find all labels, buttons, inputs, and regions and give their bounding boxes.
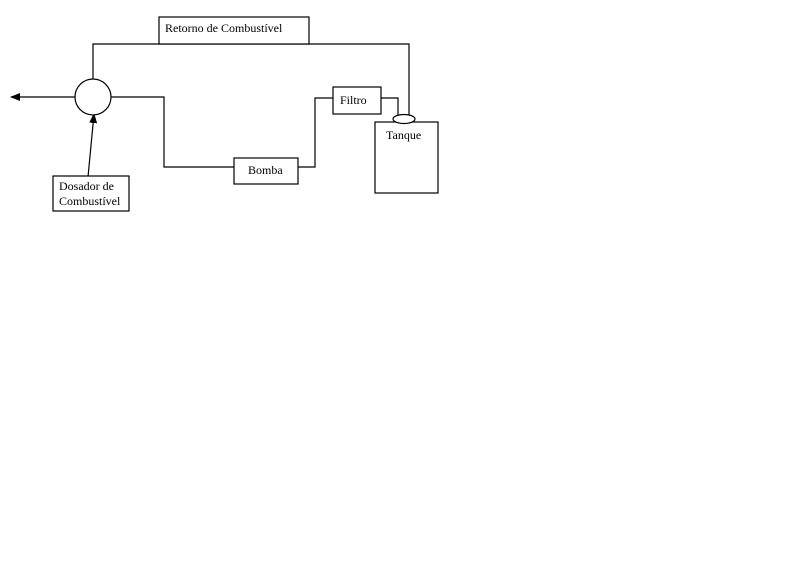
supply-line-junction-to-pump xyxy=(111,96,234,168)
dosador-label-line1: Dosador de xyxy=(59,179,114,193)
filtro-box xyxy=(332,86,382,115)
bomba-box xyxy=(233,157,299,185)
supply-line-pump-to-filter xyxy=(298,97,333,168)
retorno-label: Retorno de Combustível xyxy=(165,21,283,35)
dosador-box xyxy=(52,175,130,212)
junction-circle xyxy=(74,78,112,116)
bomba-label: Bomba xyxy=(248,163,283,177)
tanque-box xyxy=(374,121,439,194)
dosador-label-line2: Combustível xyxy=(59,194,121,208)
tank-connector xyxy=(392,113,416,125)
retorno-box xyxy=(158,16,310,45)
filtro-label: Filtro xyxy=(340,93,367,107)
supply-line-filter-to-tank xyxy=(381,97,399,116)
dosador-arrow xyxy=(87,113,98,178)
tanque-label: Tanque xyxy=(386,128,421,142)
